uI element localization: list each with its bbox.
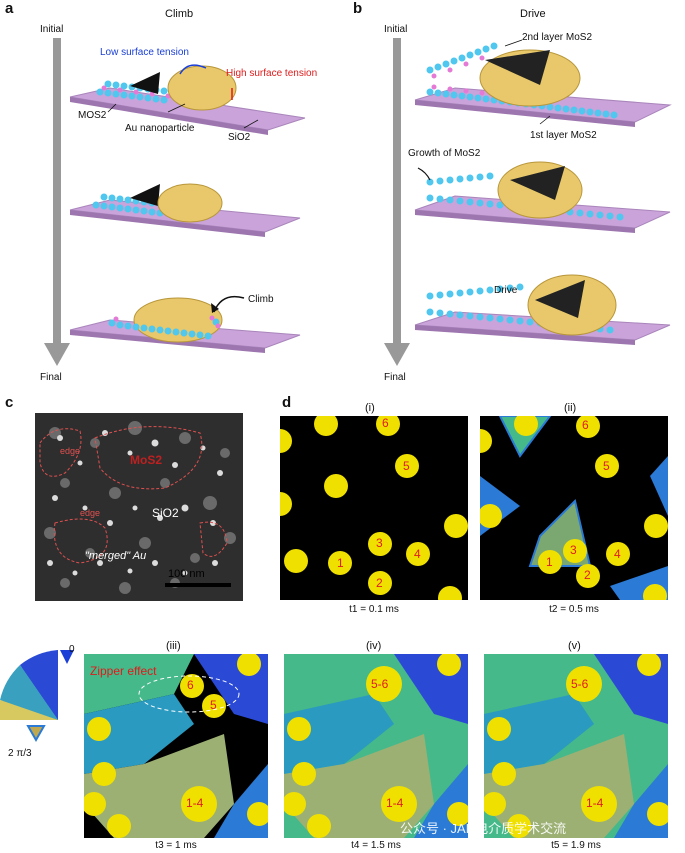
- merged-au-label: "merged" Au: [85, 550, 147, 562]
- zipper-effect-label: Zipper effect: [90, 664, 157, 678]
- panel-c-label: c: [5, 394, 14, 411]
- particle-5-i: 5: [403, 459, 410, 473]
- initial-label-a: Initial: [40, 24, 64, 35]
- particle-3-ii: 3: [570, 543, 577, 557]
- frame-i: 6 5 3 4 1 2: [280, 416, 468, 600]
- particle-2-ii: 2: [584, 568, 591, 582]
- sio2-region-label: SiO2: [152, 506, 179, 520]
- particle-6-ii: 6: [582, 418, 589, 432]
- legend-max: 2 π/3: [8, 748, 32, 759]
- frame-iii: Zipper effect 6 5 1-4: [84, 654, 268, 838]
- particle-1-ii: 1: [546, 555, 553, 569]
- particle-14-iv: 1-4: [386, 796, 404, 810]
- particle-5-ii: 5: [603, 459, 610, 473]
- frame-ii-time: t2 = 0.5 ms: [549, 604, 599, 615]
- final-label-b: Final: [384, 372, 406, 383]
- panel-b-title: Drive: [520, 8, 546, 20]
- particle-56-v: 5-6: [571, 677, 589, 691]
- au-nanoparticle-label: Au nanoparticle: [125, 123, 195, 134]
- frame-iv-time: t4 = 1.5 ms: [351, 840, 401, 851]
- particle-5-iii: 5: [210, 698, 217, 712]
- frame-iv-roman: (iv): [366, 640, 382, 652]
- particle-6-iii: 6: [187, 678, 194, 692]
- frame-v-roman: (v): [568, 640, 581, 652]
- panel-a-illustration: [44, 38, 306, 366]
- particle-1-i: 1: [337, 556, 344, 570]
- sem-image: [35, 413, 243, 601]
- high-surface-tension-label: High surface tension: [226, 68, 318, 79]
- sio2-label: SiO2: [228, 132, 251, 143]
- frame-iii-roman: (iii): [166, 640, 181, 652]
- particle-2-i: 2: [376, 576, 383, 590]
- legend-zero: 0: [69, 644, 75, 655]
- panel-b-label: b: [353, 0, 363, 17]
- drive-label: Drive: [494, 285, 518, 296]
- low-surface-tension-label: Low surface tension: [100, 47, 189, 58]
- particle-56-iv: 5-6: [371, 677, 389, 691]
- edge-label-1: edge: [60, 446, 81, 456]
- frame-v-time: t5 = 1.9 ms: [551, 840, 601, 851]
- frame-v: 5-6 1-4: [484, 654, 668, 838]
- first-layer-label: 1st layer MoS2: [530, 130, 597, 141]
- final-label-a: Final: [40, 372, 62, 383]
- growth-label: Growth of MoS2: [408, 148, 481, 159]
- panel-a-title: Climb: [165, 8, 194, 20]
- frame-ii: 6 5 3 4 1 2: [480, 416, 668, 600]
- scale-bar-label: 100 nm: [168, 568, 205, 580]
- orientation-legend: [0, 650, 74, 743]
- panel-a-label: a: [5, 0, 14, 17]
- second-layer-label: 2nd layer MoS2: [522, 32, 593, 43]
- mos2-region-label: MoS2: [130, 453, 163, 467]
- particle-4-ii: 4: [614, 547, 621, 561]
- climb-label: Climb: [248, 294, 274, 305]
- particle-4-i: 4: [414, 547, 421, 561]
- frame-i-time: t1 = 0.1 ms: [349, 604, 399, 615]
- particle-6-i: 6: [382, 416, 389, 430]
- particle-14-v: 1-4: [586, 796, 604, 810]
- frame-ii-roman: (ii): [564, 402, 577, 414]
- frame-iv: 5-6 1-4: [284, 654, 468, 838]
- particle-14-iii: 1-4: [186, 796, 204, 810]
- mos2-label: MOS2: [78, 110, 107, 121]
- particle-3-i: 3: [376, 536, 383, 550]
- panel-d-label: d: [282, 394, 292, 411]
- frame-i-roman: (i): [365, 402, 375, 414]
- watermark: 公众号 · JAD电介质学术交流: [400, 821, 567, 836]
- panel-b-illustration: [384, 38, 672, 366]
- frame-iii-time: t3 = 1 ms: [155, 840, 197, 851]
- initial-label-b: Initial: [384, 24, 408, 35]
- edge-label-2: edge: [80, 508, 101, 518]
